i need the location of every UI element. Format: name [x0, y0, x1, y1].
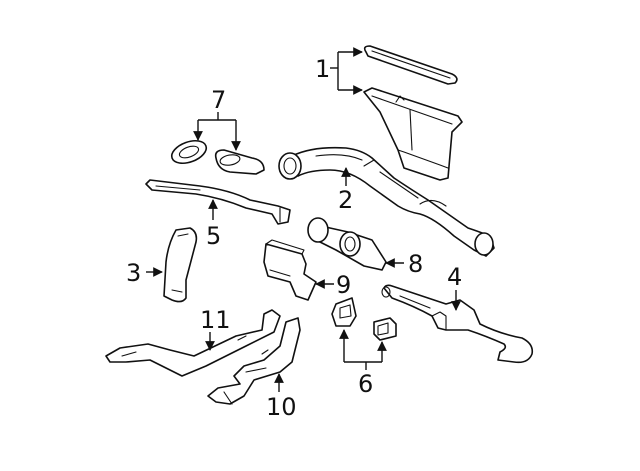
part-7-seal-right	[214, 149, 265, 175]
callout-3: 3	[126, 259, 141, 287]
leader-6	[339, 329, 387, 370]
part-9-adapter	[263, 239, 317, 301]
callout-11: 11	[200, 306, 231, 334]
callout-9: 9	[336, 271, 351, 299]
part-1-duct	[363, 87, 463, 181]
callout-7: 7	[211, 86, 226, 114]
callout-8: 8	[408, 250, 423, 278]
part-6-gasket-left	[331, 297, 357, 327]
part-11-duct	[105, 309, 281, 377]
part-5-duct	[145, 179, 291, 225]
callout-4: 4	[447, 263, 462, 291]
callout-10: 10	[266, 393, 297, 421]
part-10-duct	[207, 317, 301, 405]
callout-5: 5	[206, 222, 221, 250]
part-1-seal	[363, 45, 458, 85]
part-3-duct	[163, 227, 198, 303]
callout-1: 1	[315, 55, 330, 83]
part-8-connector	[307, 217, 387, 271]
callout-2: 2	[338, 186, 353, 214]
part-7-seal-left	[170, 139, 208, 165]
leader-1	[330, 47, 363, 95]
part-2-duct	[278, 146, 495, 257]
callout-6: 6	[358, 370, 373, 398]
leader-7	[193, 112, 241, 151]
part-6-gasket-right	[373, 317, 397, 341]
part-4-duct	[381, 284, 534, 364]
